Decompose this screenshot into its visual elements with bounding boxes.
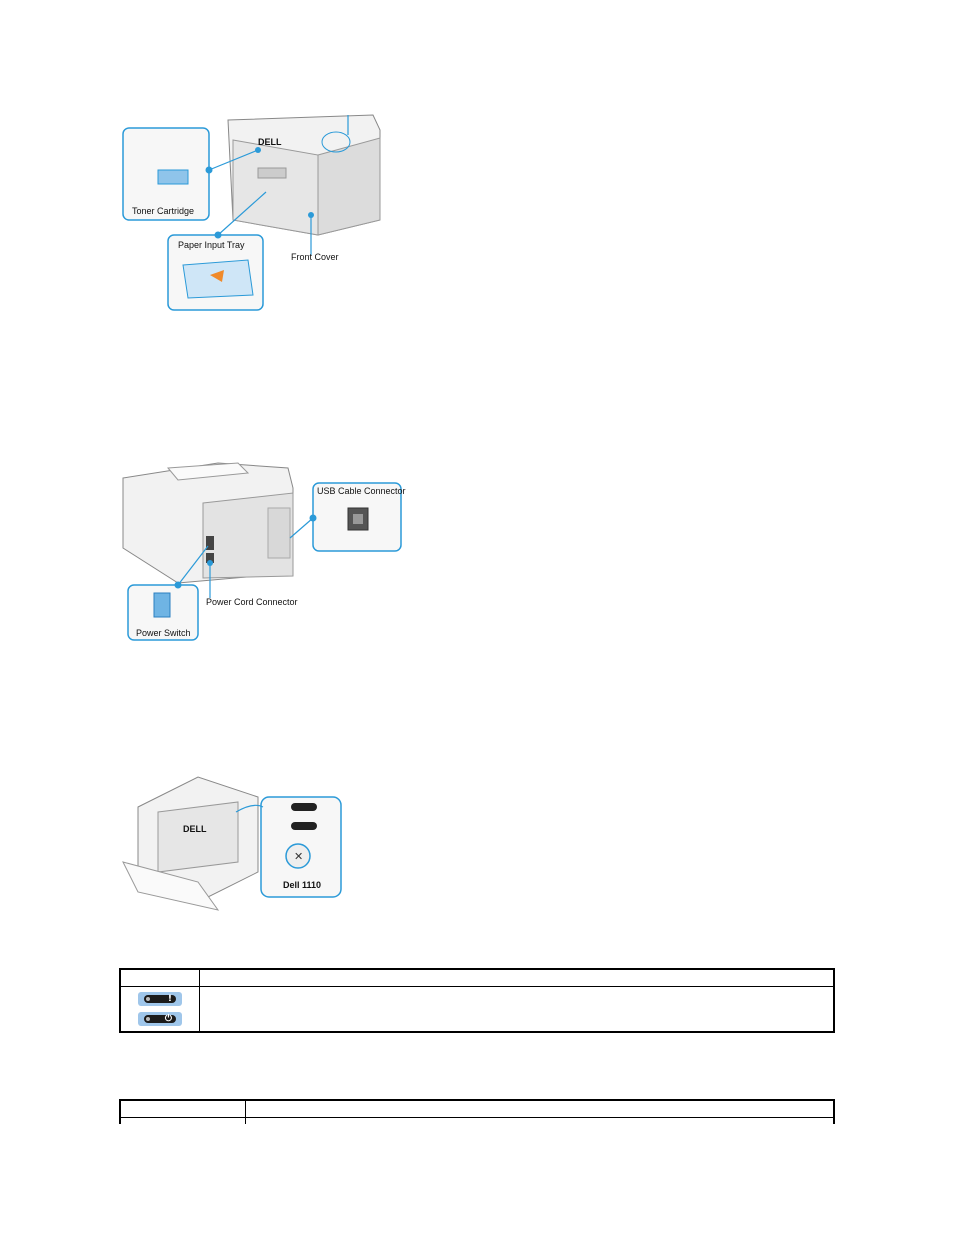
panel-model-label: Dell 1110 bbox=[283, 880, 321, 890]
callout-front-cover: Front Cover bbox=[291, 252, 339, 262]
printer-rear-figure: USB Cable Connector Power Switch Power C… bbox=[122, 462, 406, 641]
svg-text:✕: ✕ bbox=[294, 850, 303, 863]
callout-paper-input-tray: Paper Input Tray bbox=[178, 240, 245, 250]
callout-power-cord-connector: Power Cord Connector bbox=[206, 597, 298, 607]
table-header-row bbox=[119, 1099, 835, 1118]
power-led-icon: ⏻ bbox=[138, 1012, 182, 1026]
table-header-cell bbox=[119, 1099, 246, 1118]
led-table: ! ⏻ bbox=[119, 968, 835, 1033]
table-header-cell bbox=[119, 968, 200, 987]
table-row: ! ⏻ bbox=[119, 986, 835, 1033]
brand-logo-2: DELL bbox=[183, 824, 207, 834]
callout-power-switch: Power Switch bbox=[136, 628, 191, 638]
callout-toner-cartridge: Toner Cartridge bbox=[132, 206, 194, 216]
error-led-icon: ! bbox=[138, 992, 182, 1006]
brand-logo: DELL bbox=[258, 137, 282, 147]
table-row bbox=[119, 1117, 835, 1124]
table-desc-cell bbox=[199, 986, 835, 1033]
table-header-cell bbox=[245, 1099, 835, 1118]
callout-usb-cable-connector: USB Cable Connector bbox=[317, 486, 406, 496]
second-table bbox=[119, 1099, 835, 1124]
table-cell bbox=[245, 1117, 835, 1124]
printer-front-figure: DELL Toner Cartridge Paper Input Tray Fr… bbox=[122, 114, 381, 311]
table-cell bbox=[119, 1117, 246, 1124]
operator-panel-figure: DELL ✕ Dell 1110 bbox=[122, 776, 342, 911]
table-header-row bbox=[119, 968, 835, 987]
table-icon-cell: ! ⏻ bbox=[119, 986, 200, 1033]
table-header-cell bbox=[199, 968, 835, 987]
